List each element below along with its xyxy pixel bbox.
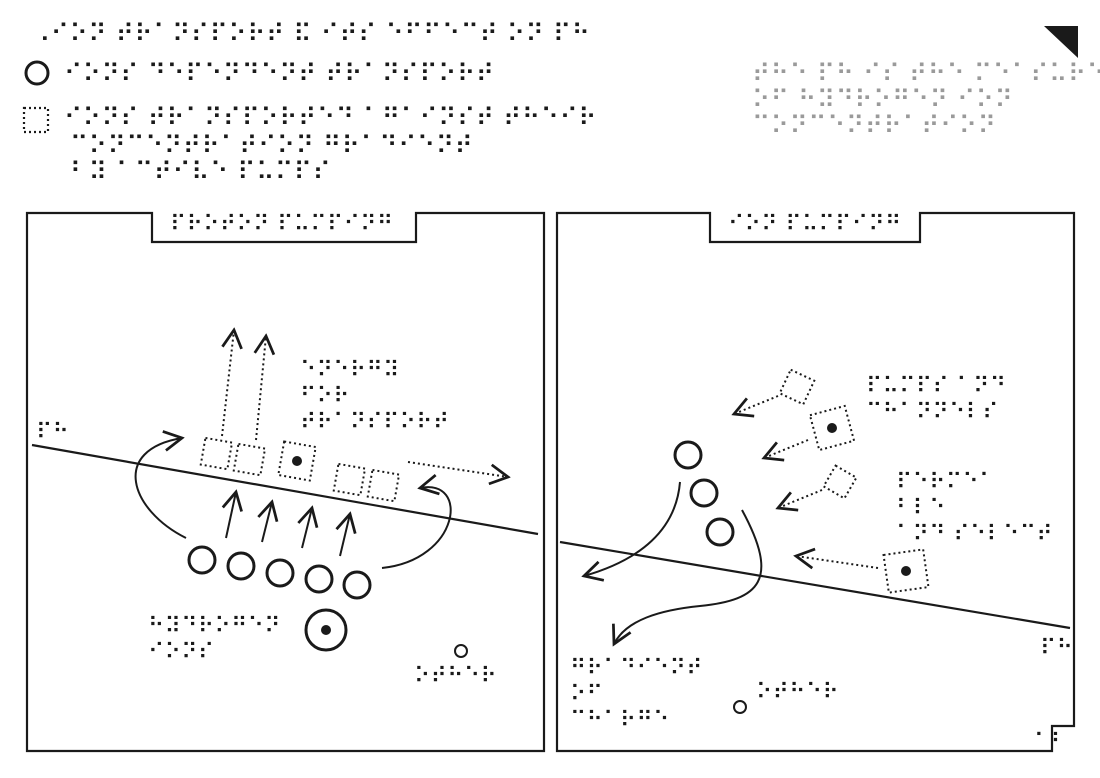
right-pump-squares: [778, 368, 930, 594]
right-curved-arrow-lower-icon: [614, 509, 763, 644]
left-tab-braille: ⠏⠗⠕⠞⠕⠝ ⠏⠥⠍⠏⠊⠝⠛: [170, 212, 394, 237]
ion-circle-icon: [304, 564, 334, 594]
right-dotted-left-arrows: [734, 395, 879, 568]
left-proton-braille-2: ⠊⠕⠝⠎: [148, 640, 215, 665]
other-ion-small-circle-icon: [733, 700, 747, 714]
left-dotted-right-arrow-icon: [407, 461, 508, 477]
up-arrow-icon: [262, 502, 272, 543]
right-panel-frame: [555, 211, 1076, 753]
left-small-up-arrows: [226, 492, 350, 557]
right-ion-circles: [673, 440, 735, 547]
legend-carrier-circle-icon: [24, 60, 50, 86]
right-pump-braille-1: ⠏⠥⠍⠏⠎ ⠁⠝⠙: [866, 374, 1007, 399]
title-braille: ⠠⠊⠕⠝ ⠞⠗⠁⠝⠎⠏⠕⠗⠞ ⠯ ⠊⠞⠎ ⠑⠋⠋⠑⠉⠞ ⠕⠝ ⠏⠓: [32, 19, 591, 48]
left-energy-braille-3: ⠞⠗⠁⠝⠎⠏⠕⠗⠞: [300, 410, 450, 435]
ion-circle-icon: [673, 440, 703, 470]
pump-square-icon: [822, 464, 858, 500]
pump-square-icon: [882, 548, 930, 594]
right-bottom-braille-1: ⠛⠗⠁⠙⠊⠑⠝⠞: [570, 656, 703, 681]
pump-square-icon: [808, 404, 856, 452]
note-braille-1: ⠞⠓⠑ ⠏⠓ ⠊⠎ ⠞⠓⠑ ⠍⠑⠁⠎⠥⠗⠑: [752, 59, 1100, 88]
right-bottom-braille-2: ⠕⠋: [570, 682, 604, 707]
left-panel-frame: [25, 211, 546, 753]
left-other-braille: ⠕⠞⠓⠑⠗: [414, 664, 498, 689]
right-tab-braille: ⠊⠕⠝ ⠏⠥⠍⠏⠊⠝⠛: [728, 212, 902, 237]
legend-pump-square-icon: [22, 106, 50, 134]
dotted-up-arrow-icon: [221, 330, 234, 437]
proton-dot-icon: [321, 625, 331, 635]
right-pump-braille-2: ⠉⠓⠁⠝⠝⠑⠇⠎: [866, 400, 999, 425]
pump-center-dot-icon: [292, 456, 302, 466]
up-arrow-icon: [340, 514, 350, 557]
up-arrow-icon: [226, 492, 236, 539]
left-side-braille: ⠏⠓: [36, 420, 70, 445]
dotted-left-arrow-icon: [796, 556, 879, 568]
right-other-braille: ⠕⠞⠓⠑⠗: [756, 680, 840, 705]
right-membrane-line: [559, 540, 1071, 630]
left-dotted-up-arrows: [221, 330, 266, 441]
ion-circle-icon: [342, 570, 372, 600]
left-curved-arrow-left-icon: [134, 438, 187, 539]
right-channel-braille-1: ⠏⠑⠗⠍⠑⠁: [896, 470, 996, 495]
right-side-braille: ⠏⠓: [1040, 636, 1074, 661]
right-bottom-braille-3: ⠉⠓⠁⠗⠛⠑: [570, 708, 670, 733]
legend-carrier-braille: ⠊⠕⠝⠎ ⠙⠑⠏⠑⠝⠙⠑⠝⠞ ⠞⠗⠁⠝⠎⠏⠕⠗⠞: [64, 59, 495, 88]
right-channel-braille-3: ⠁⠝⠙ ⠎⠑⠇⠑⠉⠞: [896, 522, 1054, 547]
pump-square-icon: [277, 440, 317, 482]
pump-square-icon: [332, 462, 367, 497]
ion-circle-icon: [226, 551, 256, 581]
pump-square-icon: [778, 368, 816, 406]
pump-square-icon: [199, 436, 234, 471]
ion-circle-icon: [265, 558, 295, 588]
right-curved-arrow-upper-icon: [584, 481, 681, 576]
left-pump-squares: [199, 436, 401, 503]
other-ion-small-circle-icon: [454, 644, 468, 658]
note-braille-2: ⠕⠋ ⠓⠽⠙⠗⠕⠛⠑⠝ ⠊⠕⠝: [752, 85, 1014, 114]
left-membrane-line: [31, 443, 539, 536]
dotted-left-arrow-icon: [764, 439, 809, 458]
pump-square-icon: [232, 442, 267, 477]
left-energy-braille-2: ⠋⠕⠗: [300, 384, 350, 409]
ion-circle-icon: [689, 478, 719, 508]
legend-pump-braille-3: ⠃⠽ ⠁⠉⠞⠊⠧⠑ ⠏⠥⠍⠏⠎: [70, 157, 332, 186]
left-curved-arrow-right-icon: [381, 487, 452, 569]
up-arrow-icon: [302, 508, 312, 549]
dotted-left-arrow-icon: [778, 489, 823, 508]
proton-circle-icon: [304, 608, 348, 652]
note-braille-3: ⠉⠕⠝⠉⠑⠝⠞⠗⠁⠞⠊⠕⠝: [752, 111, 997, 140]
ion-circle-icon: [187, 545, 217, 575]
left-ion-circles: [187, 545, 372, 600]
right-channel-braille-2: ⠃⠇⠑: [896, 496, 946, 521]
corner-triangle: [1044, 26, 1078, 58]
left-proton-braille-1: ⠓⠽⠙⠗⠕⠛⠑⠝: [148, 614, 281, 639]
pump-center-dot-icon: [827, 423, 837, 433]
dotted-left-arrow-icon: [734, 395, 779, 414]
legend-pump-braille-2: ⠉⠕⠝⠉⠑⠝⠞⠗⠁⠞⠊⠕⠝ ⠛⠗⠁⠙⠊⠑⠝⠞: [70, 131, 474, 160]
left-energy-braille-1: ⠑⠝⠑⠗⠛⠽: [300, 358, 400, 383]
legend-pump-braille-1: ⠊⠕⠝⠎ ⠞⠗⠁⠝⠎⠏⠕⠗⠞⠑⠙ ⠁⠛⠁⠊⠝⠎⠞ ⠞⠓⠑⠊⠗: [64, 103, 598, 132]
pump-center-dot-icon: [901, 566, 911, 576]
dotted-up-arrow-icon: [256, 336, 266, 441]
ion-circle-icon: [705, 517, 735, 547]
pump-square-icon: [366, 468, 401, 503]
